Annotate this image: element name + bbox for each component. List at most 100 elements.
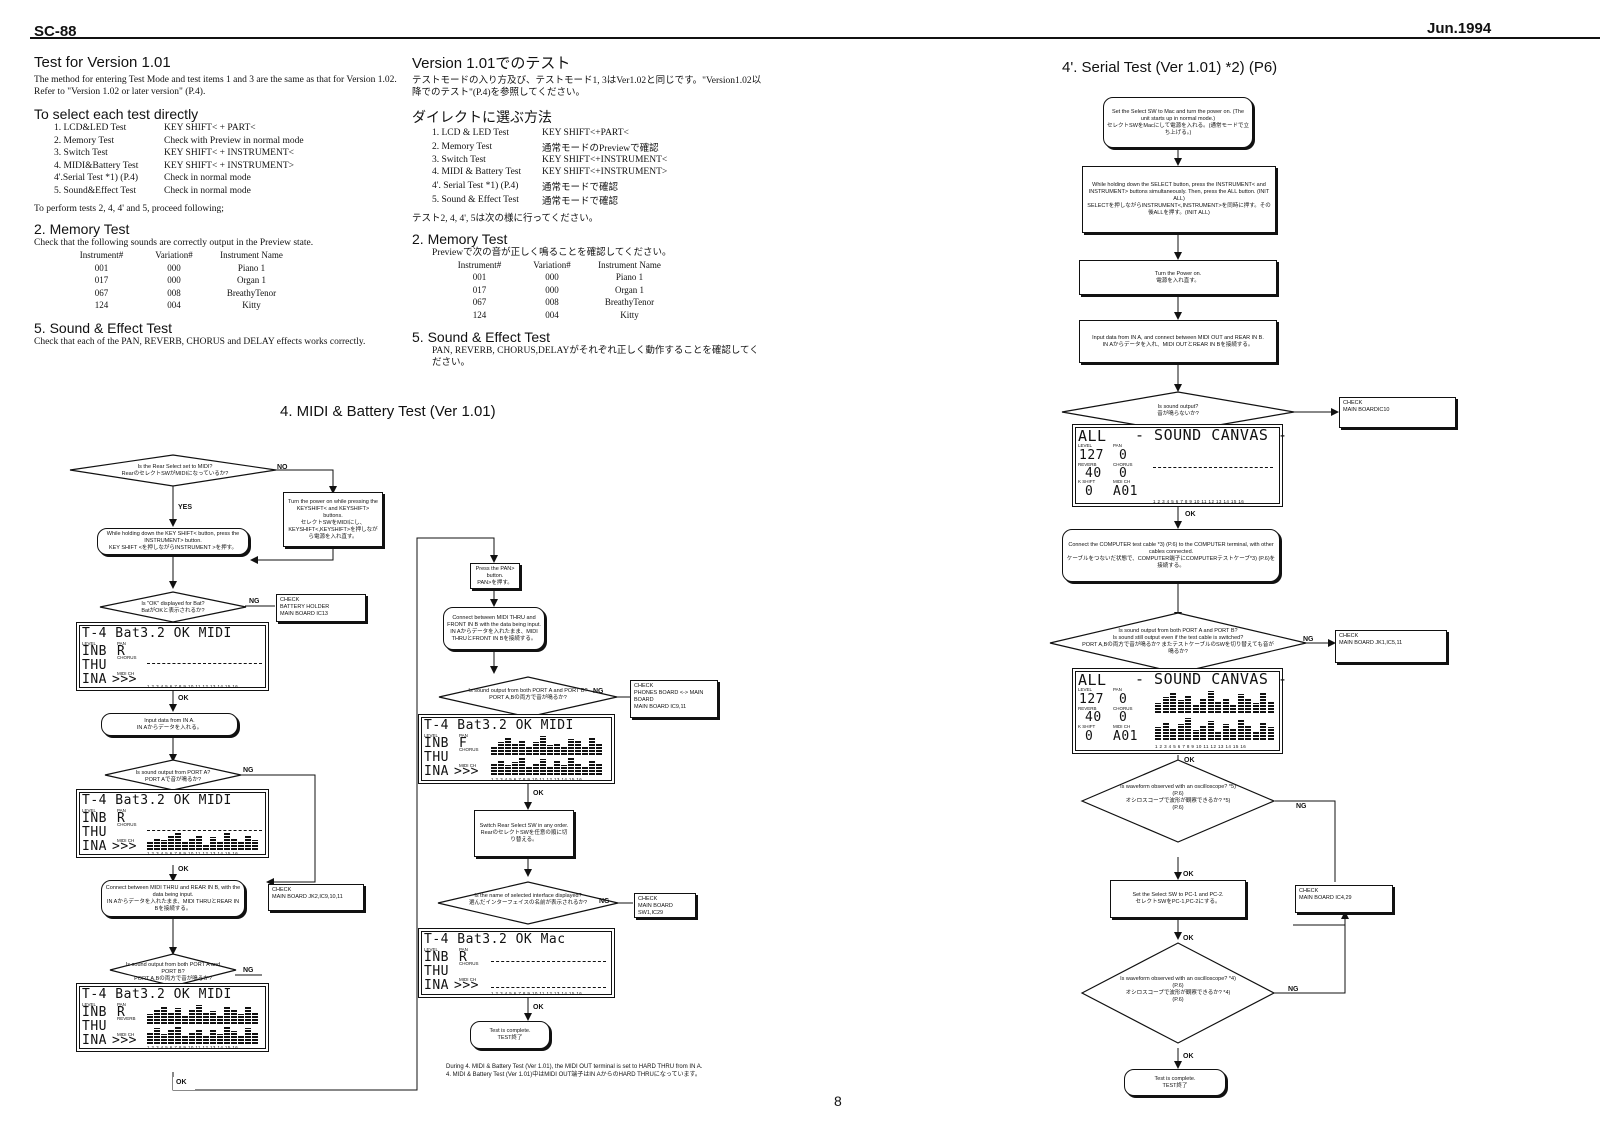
check-main-jk2: CHECK MAIN BOARD JK2,IC9,10,11 [268, 884, 364, 911]
ng-label: NG [593, 688, 604, 695]
serial-step-5: Connect the COMPUTER test cable *3) (P.6… [1062, 529, 1280, 582]
serial-test-title: 4'. Serial Test (Ver 1.01) *2) (P6) [1062, 59, 1278, 76]
lcd-display-2: T-4 Bat3.2 OK MIDI INB R THU INA >>> LEV… [76, 789, 269, 858]
en-select-heading: To select each test directly [34, 106, 199, 122]
ok-label: OK [178, 695, 189, 702]
ok-label: OK [533, 1004, 544, 1011]
check-sw1: CHECK MAIN BOARD SW1,IC29 [634, 893, 696, 918]
ng-label: NG [1296, 803, 1307, 810]
en-sound-heading: 5. Sound & Effect Test [34, 319, 173, 336]
switch-box: Switch Rear Select SW in any order. Rear… [474, 810, 574, 857]
ng-label: NG [243, 967, 254, 974]
header-rule [30, 37, 1600, 39]
complete-box: Test is complete. TEST終了 [470, 1021, 550, 1049]
serial-step-2: While holding down the SELECT button, pr… [1082, 166, 1276, 233]
ok-label: OK [1183, 1053, 1194, 1060]
serial-step-4: Input data from IN A, and connect betwee… [1079, 320, 1277, 363]
en-memory-text: Check that the following sounds are corr… [34, 238, 314, 248]
jp-memory-heading: 2. Memory Test [412, 230, 508, 247]
midi-q5: Is sound output from both PORT A and POR… [468, 688, 588, 701]
serial-q4: Is waveform observed with an oscilloscop… [1120, 976, 1236, 1003]
jp-select-heading: ダイレクトに選ぶ方法 [412, 109, 552, 125]
ok-label: OK [1183, 871, 1194, 878]
jp-intro: テストモードの入り方及び、テストモード1, 3はVer1.02と同じです。"Ve… [412, 76, 762, 98]
japanese-section: Version 1.01でのテスト テストモードの入り方及び、テストモード1, … [412, 52, 762, 369]
serial-q3: Is waveform observed with an oscilloscop… [1120, 784, 1236, 811]
ok-label: OK [1185, 511, 1196, 518]
level-meter [147, 833, 262, 850]
page-number: 8 [834, 1093, 842, 1109]
ok-label: OK [1184, 757, 1195, 764]
serial-step-6: Set the Select SW to PC-1 and PC-2. セレクト… [1110, 880, 1246, 918]
midi-q2: Is "OK" displayed for Bat? BatがOKと表示されるか… [141, 601, 205, 614]
check-ic4: CHECK MAIN BOARD IC4,29 [1295, 885, 1393, 913]
sound-canvas-lcd-1: ALL - SOUND CANVAS - LEVEL PAN 127 0 REV… [1072, 424, 1287, 507]
doc-code: SC-88 [34, 23, 77, 40]
check-battery: CHECK BATTERY HOLDER MAIN BOARD IC13 [276, 594, 366, 622]
hold-box: While holding down the KEY SHIFT< button… [97, 528, 249, 555]
ok-label: OK [533, 790, 544, 797]
en-proceed: To perform tests 2, 4, 4' and 5, proceed… [34, 204, 224, 214]
input-a-box: Input data from IN A. IN Aからデータを入れる。 [101, 713, 238, 736]
check-phones: CHECK PHONES BOARD <-> MAIN BOARD MAIN B… [630, 680, 718, 718]
en-sound-text: Check that each of the PAN, REVERB, CHOR… [34, 336, 366, 347]
en-title: Test for Version 1.01 [34, 54, 171, 71]
jp-sound-heading: 5. Sound & Effect Test [412, 329, 551, 345]
yes-label: YES [178, 504, 193, 511]
check-jk1: CHECK MAIN BOARD JK1,IC5,11 [1335, 630, 1447, 663]
midi-test-title: 4. MIDI & Battery Test (Ver 1.01) [280, 403, 496, 420]
ng-label: NG [243, 767, 254, 774]
level-meter [1155, 716, 1275, 740]
midi-q1: Is the Rear Select set to MIDI? Rearのセレク… [121, 464, 229, 477]
ok-label: OK [1183, 935, 1194, 942]
level-meter [147, 1026, 262, 1044]
check-ic10: CHECK MAIN BOARDIC10 [1339, 397, 1456, 428]
en-memory-heading: 2. Memory Test [34, 221, 130, 237]
lcd-display-4: T-4 Bat3.2 OK MIDI INB F THU INA >>> LEV… [418, 714, 615, 784]
level-meter [1155, 689, 1275, 713]
midi-footnote: During 4. MIDI & Battery Test (Ver 1.01)… [446, 1064, 703, 1078]
level-meter [147, 1004, 262, 1024]
midi-q6: Is the name of selected interface displa… [468, 893, 588, 906]
lcd-display-3: T-4 Bat3.2 OK MIDI INB R THU INA >>> LEV… [76, 983, 269, 1052]
sound-canvas-lcd-2: ALL - SOUND CANVAS - LEVEL PAN 127 0 REV… [1072, 668, 1287, 754]
en-intro: The method for entering Test Mode and te… [34, 75, 397, 97]
ok-label: OK [178, 866, 189, 873]
midi-q3: Is sound output from PORT A? PORT Aで音が鳴る… [135, 770, 211, 783]
ng-label: NG [1303, 636, 1314, 643]
doc-date: Jun.1994 [1427, 20, 1492, 37]
serial-complete-box: Test is complete. TEST終了 [1124, 1069, 1226, 1096]
lcd-display-1: T-4 Bat3.2 OK MIDI INB R THU INA >>> LEV… [76, 622, 269, 691]
jp-memory-table: Instrument#Variation#Instrument Name 001… [442, 259, 672, 322]
power-box: Turn the power on while pressing the KEY… [283, 492, 383, 547]
ng-label: NG [249, 598, 260, 605]
serial-q1: Is sound output? 音が鳴らないか? [1157, 404, 1199, 417]
midi-q4: Is sound output from both PORT A and POR… [125, 962, 221, 982]
english-section: Test for Version 1.01 The method for ent… [34, 54, 404, 348]
connect-rear-box: Connect between MIDI THRU and REAR IN B,… [101, 880, 245, 917]
serial-step-1: Set the Select SW to Mac and turn the po… [1103, 97, 1253, 148]
lcd-display-5: T-4 Bat3.2 OK Mac INB R THU INA >>> LEVE… [418, 928, 615, 998]
list-item: 4'. Serial Test *1) (P.4)通常モードで確認 [432, 180, 619, 193]
jp-memory-text: Previewで次の音が正しく鳴ることを確認してください。 [432, 247, 672, 258]
serial-q2: Is sound output from both PORT A and POR… [1082, 628, 1274, 655]
